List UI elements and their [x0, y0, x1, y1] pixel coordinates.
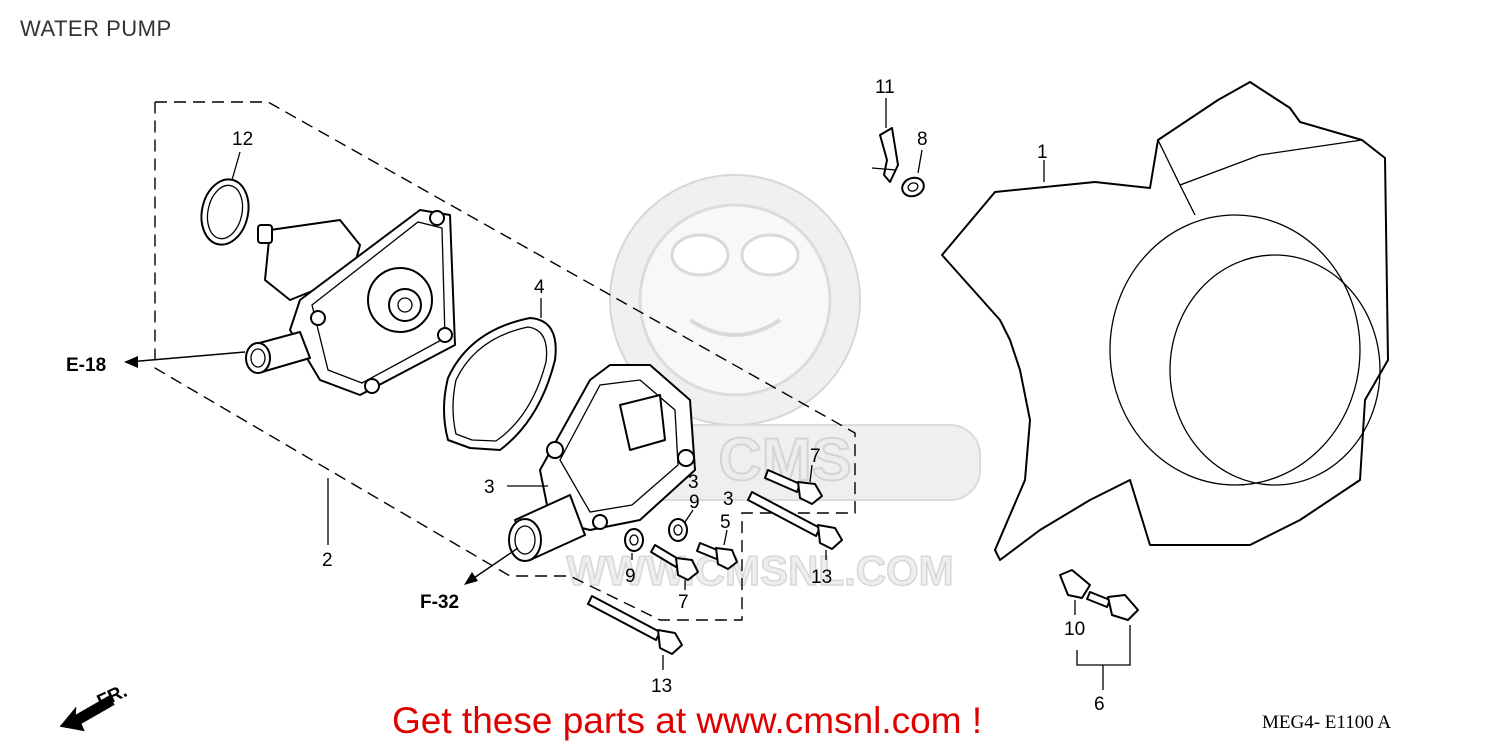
bolt-10: [1059, 569, 1139, 690]
watermark-text: WWW.CMSNL.COM: [566, 547, 953, 594]
bolt-13b: [587, 595, 683, 670]
clip-11: [871, 98, 899, 183]
callout-13b: 13: [651, 676, 672, 697]
callout-13a: 13: [811, 567, 832, 588]
callout-3a: 3: [484, 477, 495, 498]
callout-3c: 3: [723, 489, 734, 510]
pump-cover-3: [507, 364, 696, 562]
bolt-7a: [764, 464, 823, 505]
callout-12: 12: [232, 129, 253, 150]
callout-1: 1: [1037, 142, 1048, 163]
bolt-13a: [747, 491, 843, 560]
callout-3b: 3: [688, 472, 699, 493]
washer-9b: [668, 509, 694, 542]
bolt-5: [696, 529, 738, 570]
washer-9a: [624, 528, 644, 560]
callout-8: 8: [917, 129, 928, 150]
svg-text:CMS: CMS: [718, 426, 851, 493]
callout-7b: 7: [678, 592, 689, 613]
reference-f32: F-32: [420, 547, 519, 613]
side-cover-1: [941, 81, 1389, 561]
reference-e18-label: E-18: [66, 355, 106, 376]
callout-9b: 9: [689, 492, 700, 513]
callout-6: 6: [1094, 694, 1105, 715]
diagram-code: MEG4- E1100 A: [1262, 712, 1392, 733]
promo-link[interactable]: Get these parts at www.cmsnl.com !: [392, 700, 983, 741]
reference-f32-label: F-32: [420, 592, 459, 613]
o-ring-12: [200, 151, 250, 246]
callout-4: 4: [534, 277, 545, 298]
pump-assembly-boundary: [154, 101, 856, 621]
callout-11: 11: [875, 77, 895, 98]
washer-8: [901, 149, 925, 198]
callout-5: 5: [720, 512, 731, 533]
callout-9a: 9: [625, 566, 636, 587]
gasket-4: [443, 298, 557, 451]
page-title: WATER PUMP: [20, 16, 172, 41]
callout-2: 2: [322, 550, 333, 571]
reference-e18: E-18: [66, 351, 246, 376]
callout-10: 10: [1064, 619, 1085, 640]
water-pump-body: [245, 209, 456, 396]
callout-7a: 7: [810, 446, 821, 467]
front-arrow-icon: FR.: [59, 681, 131, 732]
bolt-7b: [650, 544, 699, 590]
